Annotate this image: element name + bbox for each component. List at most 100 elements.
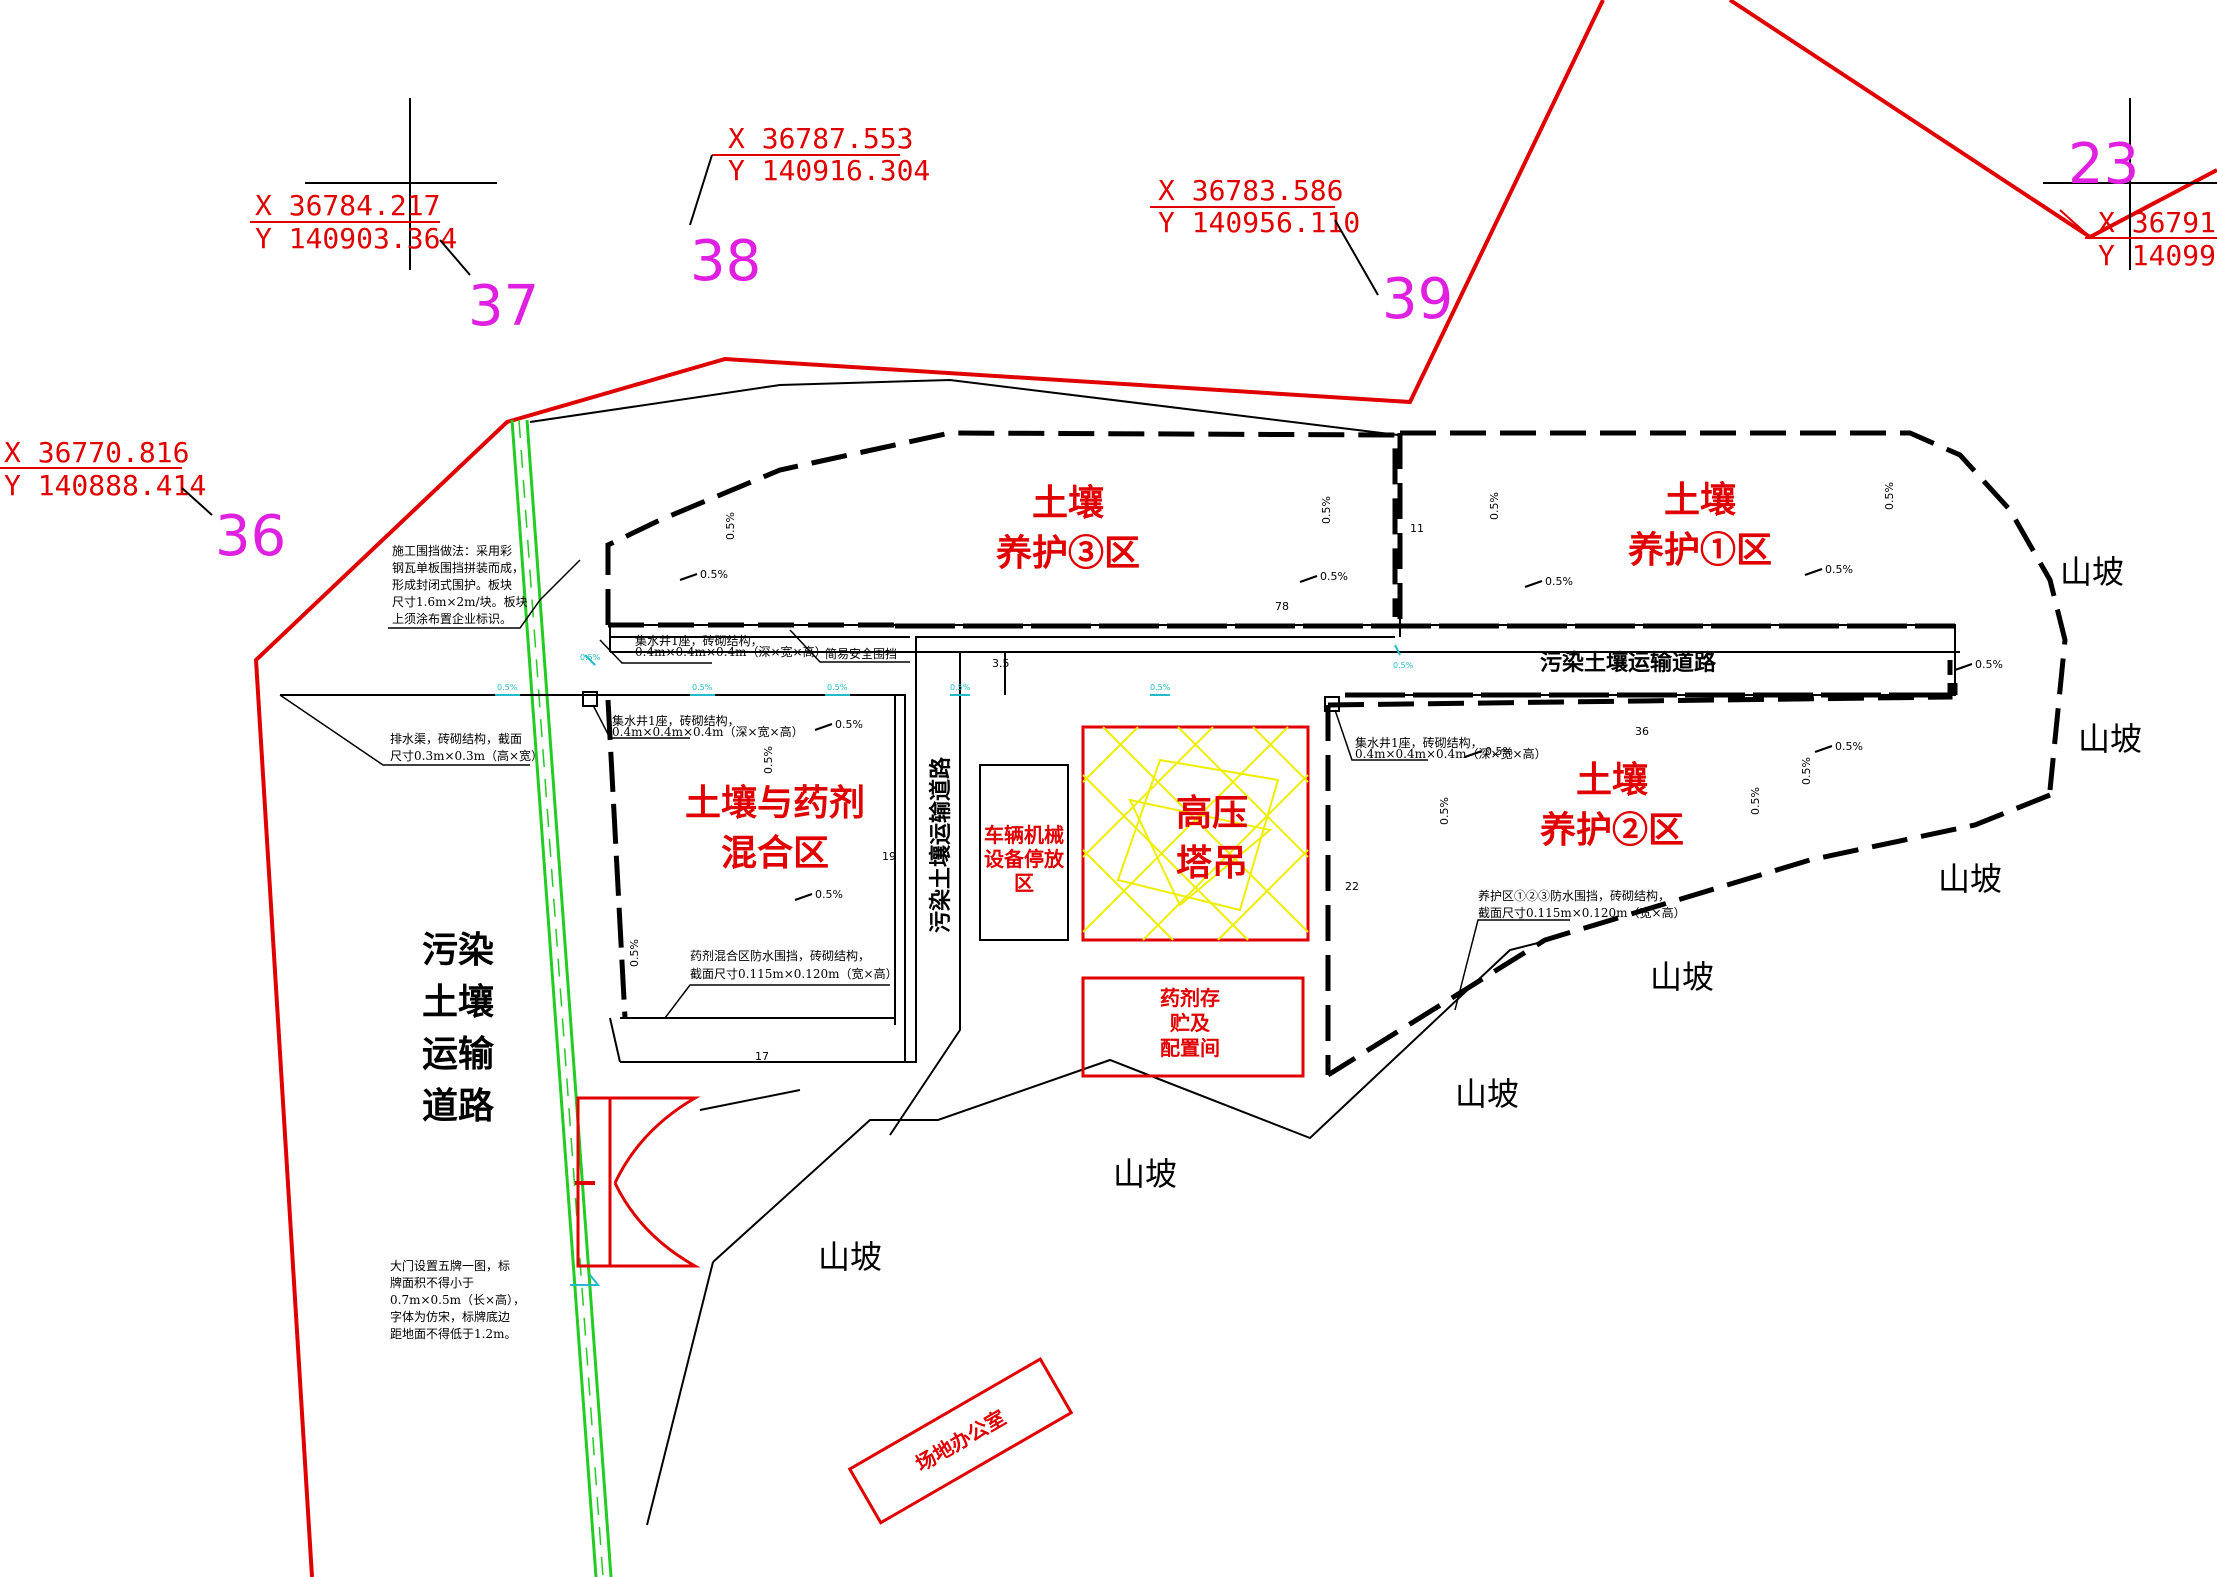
site-gate[interactable] (575, 1096, 701, 1268)
gradient-marks: 0.5% 0.5% 0.5% 0.5% 0.5% 0.5% 0.5% 0.5% … (628, 482, 2003, 967)
crosshair-23 (2043, 98, 2217, 270)
road-label: 土壤 (422, 981, 494, 1023)
office-label: 场地办公室 (911, 1405, 1010, 1476)
note-line: 大门设置五牌一图，标 (390, 1258, 510, 1273)
note-line: 钢瓦单板围挡拼装而成， (392, 561, 524, 575)
dimension: 11 (1410, 522, 1424, 535)
drain-mark: 0.5% (497, 683, 518, 692)
zone-label: 养护③区 (996, 532, 1140, 574)
mix-wall-note: 药剂混合区防水围挡，砖砌结构， 截面尺寸0.115m×0.120m（宽×高） (690, 948, 898, 981)
dimension: 22 (1345, 880, 1359, 893)
note-line: 0.7m×0.5m（长×高）， (390, 1292, 525, 1307)
care-zone-2-label: 土壤 养护②区 (1540, 759, 1684, 851)
point-number: 38 (690, 229, 761, 294)
zone-label: 土壤 (1576, 759, 1648, 801)
sump-box (1324, 696, 1340, 712)
coord-y: Y 140888.414 (4, 469, 206, 502)
drain-mark-labels: 0.5% 0.5% 0.5% 0.5% 0.5% 0.5% 0.5% (497, 653, 1414, 692)
coord-x: X 36791. (2098, 206, 2217, 239)
dimensions: 78 11 3.5 36 19 17 22 (755, 522, 1649, 1063)
slope-label: 山坡 (1938, 860, 2002, 898)
drain-mark: 0.5% (692, 683, 713, 692)
zone-label: 车辆机械 (984, 823, 1064, 847)
slope-labels: 山坡 山坡 山坡 山坡 山坡 山坡 山坡 (818, 553, 2142, 1276)
site-office: 场地办公室 (847, 1356, 1074, 1525)
note-line: 养护区①②③防水围挡，砖砌结构， (1478, 888, 1670, 903)
gate-note: 大门设置五牌一图，标 牌面积不得小于 0.7m×0.5m（长×高）， 字体为仿宋… (390, 1258, 525, 1341)
drain-mark: 0.5% (1393, 661, 1414, 670)
note-line: 截面尺寸0.115m×0.120m（宽×高） (1478, 905, 1686, 920)
note-line: 施工围挡做法：采用彩 (392, 543, 512, 558)
zone-label: 区 (1014, 871, 1034, 895)
drain-note: 排水渠，砖砌结构，截面 尺寸0.3m×0.3m（高×宽） (390, 731, 543, 763)
gradient-label: 0.5% (1438, 797, 1451, 825)
dimension: 17 (755, 1050, 769, 1063)
gradient-label: 0.5% (1488, 492, 1501, 520)
note-line: 排水渠，砖砌结构，截面 (390, 731, 522, 746)
zone-label: 养护②区 (1540, 809, 1684, 851)
coord-y: Y 140956.110 (1158, 206, 1360, 239)
sump-note-b: 集水井1座，砖砌结构， 0.4m×0.4m×0.4m（深×宽×高） (612, 713, 804, 739)
gradient-arrows (679, 568, 1973, 901)
dimension: 78 (1275, 600, 1289, 613)
point-38: X 36787.553 Y 140916.304 38 (689, 122, 930, 294)
point-23: 23 X 36791. Y 14099 (2068, 132, 2217, 272)
site-outline-south-2 (646, 1261, 714, 1526)
safety-leader (789, 629, 910, 663)
sump-leader (599, 639, 712, 664)
note-line: 0.4m×0.4m×0.4m（深×宽×高） (612, 724, 804, 739)
vehicle-parking-area (979, 764, 1069, 941)
gradient-label: 0.5% (1320, 570, 1348, 583)
zone-label: 土壤与药剂 (685, 782, 865, 824)
site-outline-south (712, 939, 1551, 1263)
drain-mark: 0.5% (580, 653, 601, 662)
dimension: 19 (882, 850, 896, 863)
fence-note: 施工围挡做法：采用彩 钢瓦单板围挡拼装而成， 形成封闭式围护。板块 尺寸1.6m… (392, 543, 528, 626)
care-zone-1 (1397, 430, 2068, 791)
point-number: 39 (1382, 267, 1453, 332)
zone-label: 混合区 (721, 832, 829, 874)
gate-note-leader (570, 1274, 601, 1286)
gradient-label: 0.5% (762, 746, 775, 774)
drain-marks (495, 644, 1401, 696)
slope-label: 山坡 (2060, 553, 2124, 591)
care-zone-2 (1325, 670, 2051, 1078)
coord-y: Y 140903.364 (255, 222, 457, 255)
zone-label: 配置间 (1160, 1036, 1220, 1060)
slope-label: 山坡 (1455, 1075, 1519, 1113)
point-37: X 36784.217 Y 140903.364 37 (250, 189, 539, 339)
care-zone-1-label: 土壤 养护①区 (1628, 479, 1772, 571)
slope-label: 山坡 (818, 1238, 882, 1276)
sump-note-a: 集水井1座，砖砌结构， 0.4m×0.4m×0.4m（深×宽×高） (635, 633, 827, 659)
sump-leader (592, 704, 690, 739)
gate-approach (699, 1089, 801, 1111)
dimension: 36 (1635, 725, 1649, 738)
coord-y: Y 14099 (2098, 239, 2216, 272)
slope-label: 山坡 (2078, 720, 2142, 758)
sump-leader (1334, 709, 1428, 761)
care-zone-3 (605, 430, 1398, 628)
gradient-label: 0.5% (1800, 757, 1813, 785)
zone-label: 贮及 (1169, 1011, 1211, 1035)
gradient-label: 0.5% (628, 939, 641, 967)
note-line: 牌面积不得小于 (390, 1275, 474, 1290)
fence-leader (388, 559, 581, 629)
note-line: 集水井1座，砖砌结构， (635, 633, 763, 648)
coord-x: X 36770.816 (4, 436, 189, 469)
zone-label: 土壤 (1664, 479, 1736, 521)
drain-mark: 0.5% (1150, 683, 1171, 692)
gradient-label: 0.5% (815, 888, 843, 901)
point-36: X 36770.816 Y 140888.414 36 (0, 436, 286, 569)
gradient-label: 0.5% (1883, 482, 1896, 510)
gradient-label: 0.5% (1485, 745, 1513, 758)
left-road-label: 污染 土壤 运输 道路 (422, 929, 495, 1127)
sump-note-c: 集水井1座，砖砌结构， 0.4m×0.4m×0.4m（深×宽×高） (1355, 735, 1547, 761)
road-label: 污染 (422, 929, 494, 971)
point-number: 37 (468, 274, 539, 339)
gradient-label: 0.5% (1835, 740, 1863, 753)
care-zone-3-label: 土壤 养护③区 (996, 482, 1140, 574)
mix-zone-label: 土壤与药剂 混合区 (685, 782, 865, 874)
road-label: 污染土壤运输道路 (928, 756, 954, 933)
safety-fence-note: 简易安全围挡 (825, 646, 897, 661)
